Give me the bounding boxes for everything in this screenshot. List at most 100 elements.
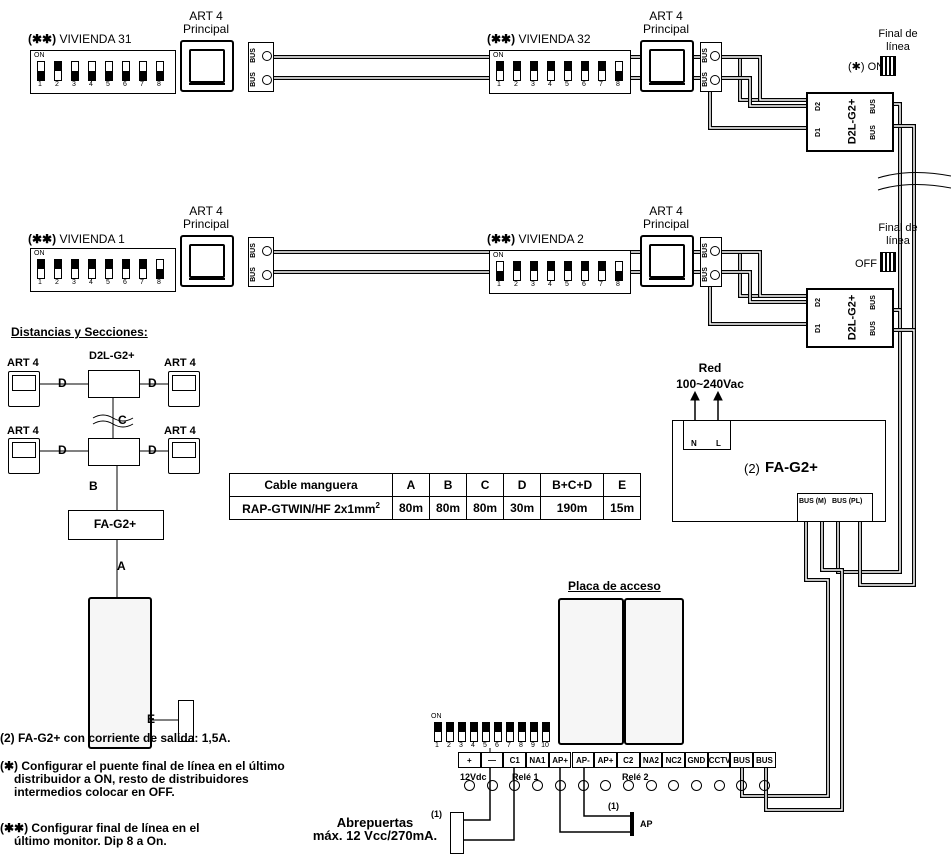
dip-toggle-1[interactable] [496,261,504,281]
terminal-cell: C2 [616,752,640,768]
dip-toggle-7[interactable] [506,722,514,742]
dip-number: 1 [38,279,42,286]
dip-number: 10 [541,742,549,749]
mains-arrow-l [713,390,723,401]
dip-toggle-2[interactable] [513,61,521,81]
dip-toggle-7[interactable] [598,61,606,81]
cable-header-name: Cable manguera [229,473,393,497]
mains-l: L [716,439,721,448]
dip-toggle-10[interactable] [542,722,550,742]
dip-toggle-9[interactable] [530,722,538,742]
final-linea-top-state: (✱) ON [848,61,885,73]
dip-toggle-1[interactable] [37,259,45,279]
bus-label: BUS [249,72,257,87]
sch-panel [88,597,152,749]
dip-toggle-5[interactable] [482,722,490,742]
jumper-top-icon [880,56,896,76]
dip-toggle-2[interactable] [54,61,62,81]
dip-toggle-4[interactable] [88,61,96,81]
dip-number: 6 [123,279,127,286]
dip-toggle-1[interactable] [37,61,45,81]
distancias-title: Distancias y Secciones: [11,325,148,339]
dip-number: 8 [616,281,620,288]
dip-toggle-8[interactable] [156,259,164,279]
cable-row-c: 80m [466,496,505,520]
sch-art4-tl: ART 4 [7,357,39,369]
dip-toggle-2[interactable] [513,261,521,281]
dip-toggle-4[interactable] [470,722,478,742]
sch-fa-label: FA-G2+ [93,517,137,531]
dip-toggle-1[interactable] [434,722,442,742]
dip-toggle-7[interactable] [598,261,606,281]
monitor-v2 [640,235,694,287]
ap-label: AP [640,819,653,829]
screw-icon [509,780,521,791]
dip-toggle-8[interactable] [156,61,164,81]
dip-number: 1 [435,742,439,749]
distributor-bus-label: BUS [869,99,877,114]
dwelling-31-label: (✱✱) VIVIENDA 31 [28,32,132,46]
cable-header-a: A [391,473,431,497]
dip-toggle-3[interactable] [458,722,466,742]
dip-toggle-3[interactable] [530,61,538,81]
wire-ap-a [559,768,630,833]
dip-toggle-1[interactable] [496,61,504,81]
dip-toggle-6[interactable] [122,61,130,81]
distributor-d1-label: D1 [814,128,822,137]
mains-arrow-n [690,390,700,401]
final-linea-bottom-state: OFF [855,258,877,270]
dip-toggle-6[interactable] [581,61,589,81]
dip-toggle-5[interactable] [564,61,572,81]
dip-toggle-8[interactable] [615,261,623,281]
cable-header-e: E [603,473,642,497]
placa-title: Placa de acceso [568,579,661,593]
sch-art4-bl: ART 4 [7,425,39,437]
dip-number: 3 [72,81,76,88]
dip-toggle-3[interactable] [530,261,538,281]
power-index: (2) [744,461,760,476]
dip-toggle-6[interactable] [581,261,589,281]
dip-number: 7 [507,742,511,749]
dip-toggle-2[interactable] [446,722,454,742]
sch-letter-d4: D [148,443,157,457]
dip-toggle-8[interactable] [615,61,623,81]
sch-art4-br: ART 4 [164,425,196,437]
dip-number: 3 [72,279,76,286]
dip-toggle-4[interactable] [547,261,555,281]
dip-toggle-6[interactable] [494,722,502,742]
screw-icon [645,780,657,791]
dip-toggle-6[interactable] [122,259,130,279]
dip-toggle-5[interactable] [564,261,572,281]
dip-toggle-3[interactable] [71,61,79,81]
dip-toggle-7[interactable] [139,61,147,81]
dip-toggle-3[interactable] [71,259,79,279]
dip-number: 3 [531,281,535,288]
dip-number: 7 [140,279,144,286]
dip-number: 5 [565,281,569,288]
terminal-cell: NA2 [639,752,663,768]
dip-number: 5 [106,81,110,88]
dip-toggle-4[interactable] [547,61,555,81]
dip-toggle-5[interactable] [105,61,113,81]
power-bus-terminal [797,493,873,522]
dip-number: 2 [447,742,451,749]
dip-toggle-5[interactable] [105,259,113,279]
terminal-cell: + [458,752,481,768]
screw-icon [600,780,612,791]
dip-toggle-4[interactable] [88,259,96,279]
terminal-rele1: Relé 1 [512,772,539,782]
dip-toggle-7[interactable] [139,259,147,279]
sch-letter-e: E [147,712,156,726]
break-mark-lower [877,183,951,191]
dip-toggle-8[interactable] [518,722,526,742]
dip-toggle-2[interactable] [54,259,62,279]
